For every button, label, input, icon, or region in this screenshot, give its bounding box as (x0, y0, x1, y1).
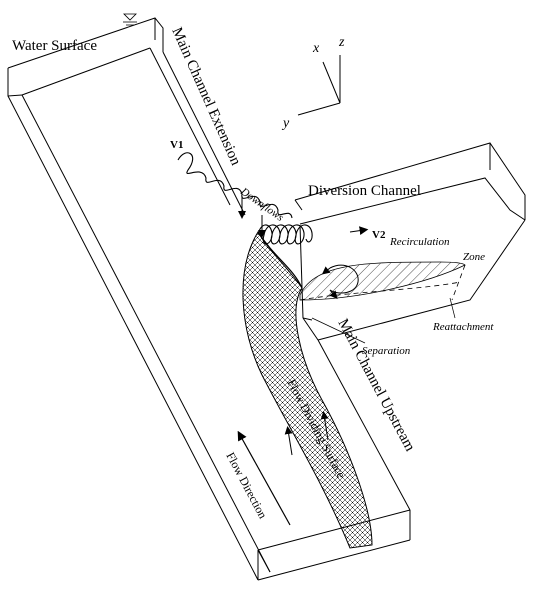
v1-label: V1 (170, 139, 183, 151)
recirculation-swirl (321, 264, 359, 300)
axis-x-label: x (312, 41, 320, 56)
v2-label: V2 (372, 229, 386, 241)
axis-y-label: y (281, 116, 290, 131)
diversion-channel (294, 142, 526, 341)
flow-direction-arrow (237, 430, 291, 526)
v1-vortex-icon (177, 152, 293, 219)
flow-direction-label: Flow Direction (223, 450, 270, 521)
reattachment-label: Reattachment (432, 321, 494, 333)
flow-dividing-surface (242, 231, 373, 549)
recirculation-label: Recirculation (389, 236, 450, 248)
separation-leader (311, 317, 366, 344)
recirculation-zone (299, 261, 466, 301)
water-surface-label: Water Surface (12, 38, 97, 54)
reattachment-curve (299, 281, 461, 301)
axes-icon (297, 55, 341, 116)
zone-label: Zone (463, 251, 485, 263)
axis-z-label: z (338, 35, 345, 50)
reattachment-leader (449, 297, 456, 319)
downflow-arrows (238, 196, 266, 238)
separation-label: Separation (362, 345, 411, 357)
main-channel (7, 17, 411, 581)
main-channel-upstream-label: Main Channel Upstream (334, 316, 418, 454)
diversion-channel-label: Diversion Channel (308, 183, 421, 199)
water-surface-icon (123, 13, 137, 26)
v2-vortex-icon (257, 224, 369, 245)
surface-flow-arrows (284, 411, 329, 456)
